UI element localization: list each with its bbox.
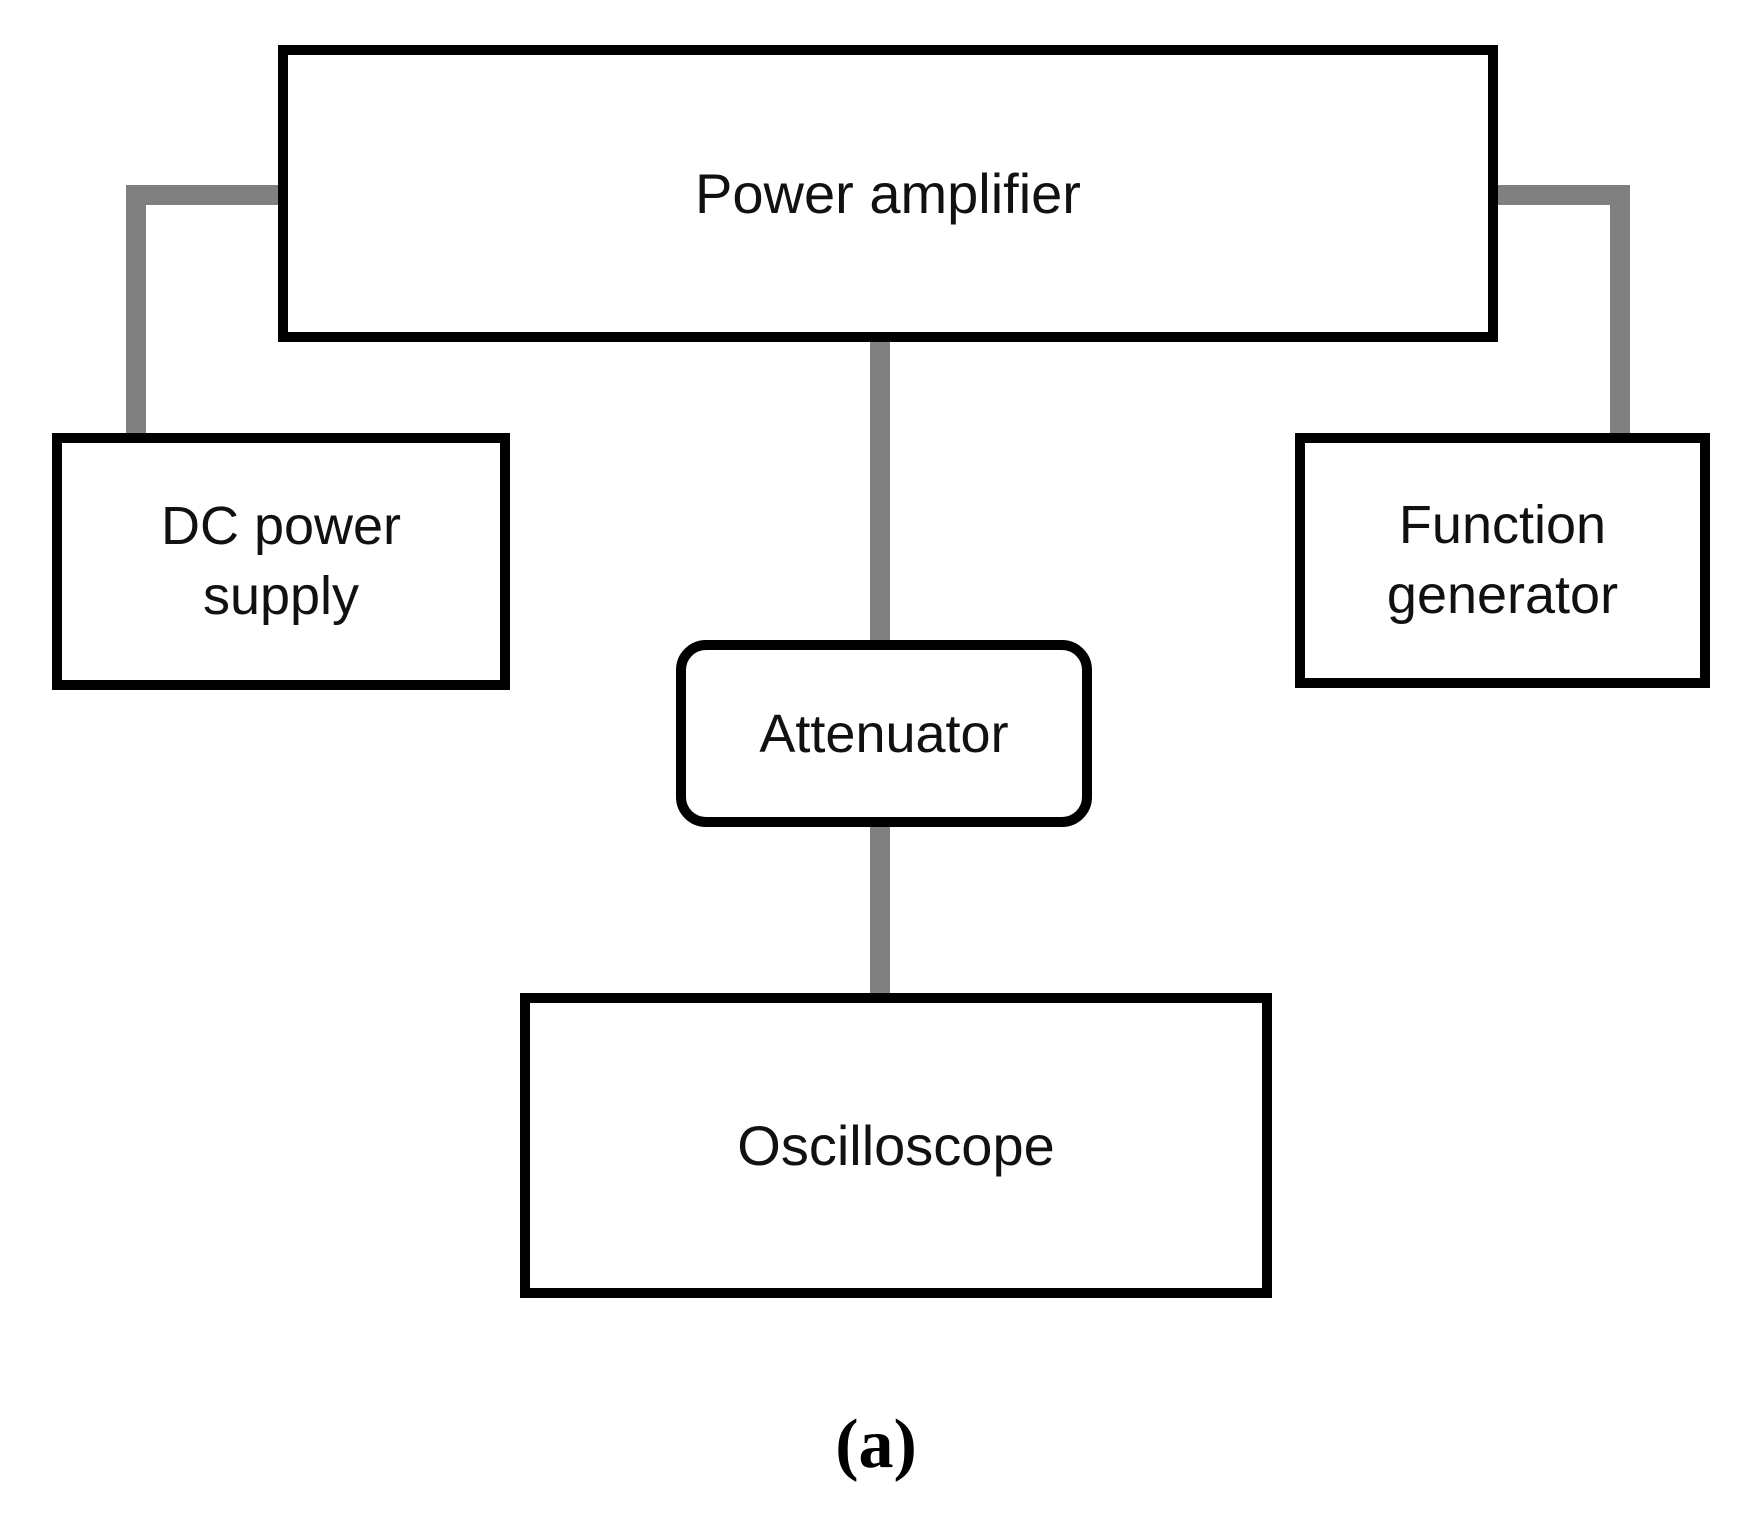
function-generator-node: Function generator (1295, 433, 1710, 688)
power-amplifier-node: Power amplifier (278, 45, 1498, 342)
connector-attenuator-to-oscilloscope (870, 825, 890, 997)
connector-poweramp-to-attenuator (870, 340, 890, 644)
oscilloscope-node: Oscilloscope (520, 993, 1272, 1298)
attenuator-node: Attenuator (676, 640, 1092, 827)
connector-poweramp-to-dcsupply-horizontal (126, 185, 278, 205)
figure-caption: (a) (835, 1406, 917, 1483)
dc-power-supply-node: DC power supply (52, 433, 510, 690)
connector-poweramp-to-funcgen-vertical (1610, 185, 1630, 437)
connector-poweramp-to-dcsupply-vertical (126, 185, 146, 437)
connector-poweramp-to-funcgen-horizontal (1498, 185, 1630, 205)
